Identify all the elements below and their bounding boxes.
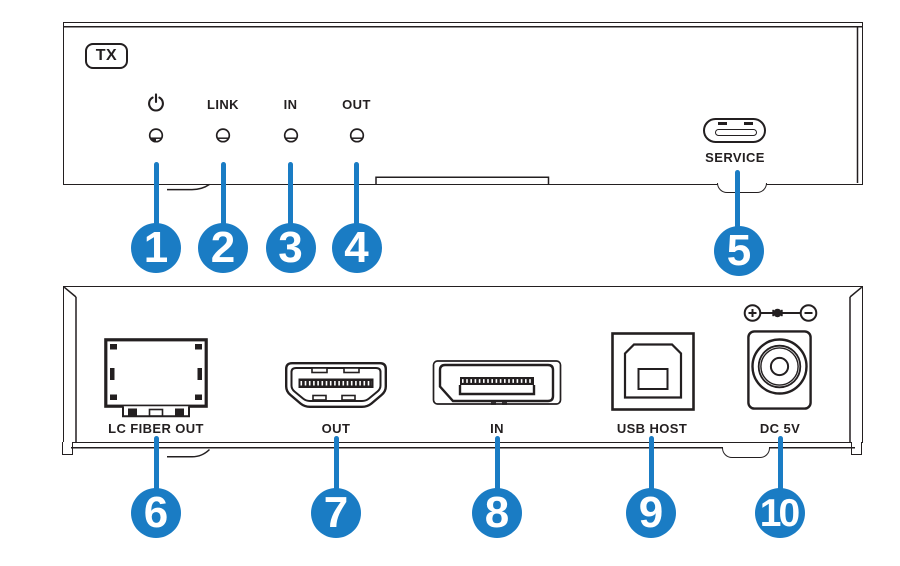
callout-1: 1 (131, 223, 181, 273)
callout-5: 5 (714, 226, 764, 276)
callout-2: 2 (198, 223, 248, 273)
power-icon (147, 93, 165, 112)
displayport-in-label: IN (490, 420, 504, 436)
in-led-label: IN (283, 97, 298, 112)
hdmi-out-label: OUT (321, 420, 351, 436)
usb-c-slot (715, 129, 757, 136)
rear-case-foot-right (851, 442, 862, 455)
callout-7: 7 (311, 488, 361, 538)
dc-5v-label: DC 5V (759, 420, 801, 436)
callout-9: 9 (626, 488, 676, 538)
usb-b-port-icon (611, 332, 695, 411)
callout-line-6 (153, 436, 159, 493)
dc-jack-icon (747, 330, 812, 410)
usb-c-pin-mark (717, 122, 727, 125)
rear-bezel-notch (722, 446, 770, 458)
callout-3: 3 (265, 223, 316, 273)
center-positive-polarity-icon (743, 302, 818, 324)
callout-line-5 (735, 170, 740, 232)
in-led-icon (283, 127, 299, 144)
hdmi-port-icon (285, 362, 387, 408)
callout-line-2 (220, 162, 226, 230)
rear-case-foot-left (62, 442, 73, 455)
callout-10: 10 (755, 488, 805, 538)
usb-c-pin-mark (743, 122, 753, 125)
callout-line-7 (333, 436, 339, 493)
link-led-label: LINK (207, 97, 239, 112)
out-led-icon (349, 127, 365, 144)
callout-line-4 (354, 162, 359, 230)
callout-line-10 (777, 436, 783, 493)
front-bezel-notch (717, 183, 767, 194)
displayport-port-icon (432, 358, 562, 408)
link-led-icon (215, 127, 231, 144)
out-led-label: OUT (342, 97, 371, 112)
usb-c-port-icon (703, 118, 766, 143)
callout-line-3 (288, 162, 293, 230)
callout-line-1 (153, 162, 159, 230)
lc-fiber-out-label: LC FIBER OUT (108, 420, 204, 436)
callout-6: 6 (131, 488, 181, 538)
sfp-fiber-port-icon (104, 338, 208, 419)
callout-line-9 (648, 436, 654, 493)
service-port-label: SERVICE (705, 150, 765, 165)
front-panel (63, 22, 863, 185)
usb-host-label: USB HOST (616, 420, 688, 436)
tx-badge: TX (85, 43, 128, 69)
callout-8: 8 (472, 488, 522, 538)
power-led-icon (148, 127, 164, 144)
callout-line-8 (494, 436, 500, 493)
callout-4: 4 (331, 223, 382, 273)
